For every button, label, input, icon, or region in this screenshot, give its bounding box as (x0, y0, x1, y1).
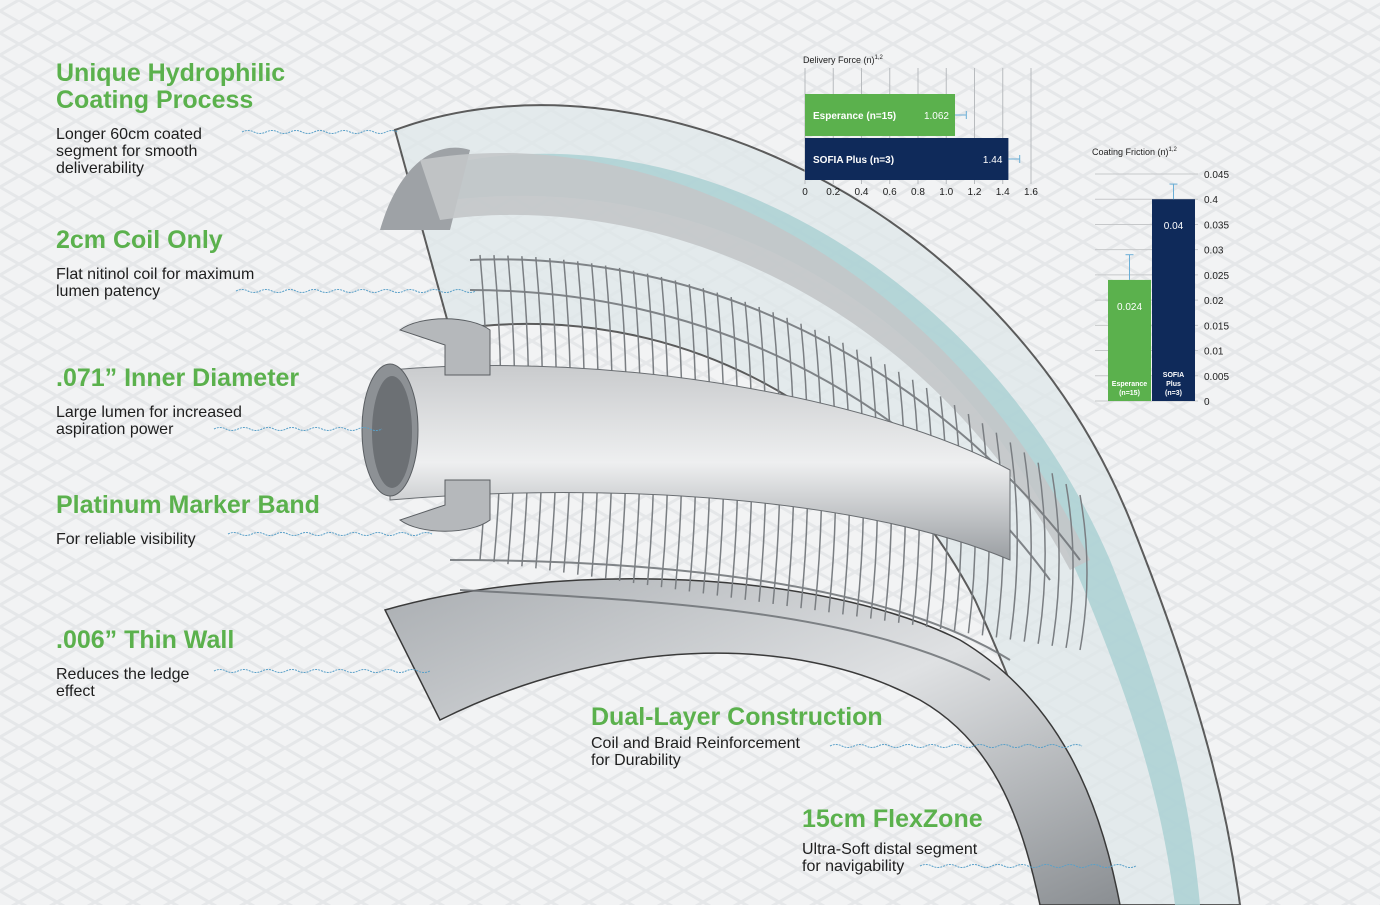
feature-dual-desc: Coil and Braid Reinforcement for Durabil… (591, 735, 800, 769)
coil-wire (1023, 452, 1032, 642)
y-tick-label: 0.015 (1204, 321, 1229, 332)
bar (1152, 199, 1195, 401)
coil-wire (1051, 473, 1060, 646)
x-tick-label: 0.6 (883, 187, 897, 198)
y-tick-label: 0.02 (1204, 296, 1224, 307)
y-tick-label: 0.01 (1204, 347, 1224, 358)
feature-wall: .006” Thin Wall Reduces the ledge effect (56, 626, 235, 701)
coil-wire (1037, 462, 1046, 644)
bar-value-label: 0.04 (1164, 221, 1184, 232)
feature-coating-title: Unique Hydrophilic (56, 59, 286, 87)
x-tick-label: 1.6 (1024, 187, 1038, 198)
coating-friction-title: Coating Friction (n)1,2 (1092, 147, 1177, 157)
y-tick-label: 0.035 (1204, 220, 1229, 231)
y-tick-label: 0.03 (1204, 246, 1224, 257)
coating-friction-plot: 0 0.005 0.01 0.015 0.02 0.025 0.03 0.035 0.4 0.04… (1095, 170, 1229, 408)
bar (1108, 279, 1151, 401)
coil-wire (1065, 483, 1074, 649)
y-tick-label: 0.005 (1204, 372, 1229, 383)
feature-diameter-title: .071” Inner Diameter (56, 364, 300, 392)
feature-coil-title: 2cm Coil Only (56, 226, 223, 254)
y-tick-label: 0.025 (1204, 271, 1229, 282)
feature-coating-title-2: Coating Process (56, 86, 254, 114)
bar-value-label: 1.062 (924, 111, 949, 122)
feature-flex: 15cm FlexZone Ultra-Soft distal segment … (802, 805, 983, 876)
feature-flex-desc: Ultra-Soft distal segment for navigabili… (802, 841, 978, 875)
feature-marker: Platinum Marker Band For reliable visibi… (56, 491, 320, 549)
x-tick-label: 1.4 (996, 187, 1010, 198)
feature-coil: 2cm Coil Only Flat nitinol coil for maxi… (56, 226, 255, 301)
feature-dual-title: Dual-Layer Construction (591, 703, 883, 731)
bar-category-label: SOFIA Plus (n=3) (813, 155, 894, 166)
feature-wall-desc: Reduces the ledge effect (56, 666, 190, 700)
bar (805, 94, 956, 136)
bar-value-label: 0.024 (1117, 302, 1142, 313)
x-tick-label: 0.4 (855, 187, 869, 198)
y-tick-label: 0.4 (1204, 195, 1218, 206)
x-tick-label: 1.2 (968, 187, 982, 198)
bar-category-label: Esperance (n=15) (813, 111, 896, 122)
x-tick-label: 0.8 (911, 187, 925, 198)
bar-category-label: Esperance(n=15) (1112, 381, 1148, 397)
x-tick-label: 0 (802, 187, 808, 198)
bar (805, 138, 1009, 180)
y-tick-label: 0 (1204, 397, 1210, 408)
bar-value-label: 1.44 (983, 155, 1003, 166)
feature-dual: Dual-Layer Construction Coil and Braid R… (591, 703, 883, 770)
feature-flex-title: 15cm FlexZone (802, 805, 983, 833)
feature-marker-title: Platinum Marker Band (56, 491, 320, 519)
coil-wire (1079, 494, 1088, 651)
x-tick-label: 0.2 (826, 187, 840, 198)
inner-liner (389, 365, 1011, 561)
feature-diameter: .071” Inner Diameter Large lumen for inc… (56, 364, 300, 439)
coil-wire (1009, 442, 1018, 640)
feature-diameter-desc: Large lumen for increased aspiration pow… (56, 404, 242, 438)
feature-coating: Unique Hydrophilic Coating Process Longe… (56, 59, 286, 178)
delivery-force-plot: 0 0.2 0.4 0.6 0.8 1.0 1.2 1.4 1.6 Esperance (n=15… (802, 68, 1038, 198)
feature-marker-desc: For reliable visibility (56, 531, 196, 548)
y-tick-label: 0.045 (1204, 170, 1229, 181)
x-tick-label: 1.0 (939, 187, 953, 198)
delivery-force-title: Delivery Force (n)1,2 (803, 55, 883, 65)
feature-coil-desc: Flat nitinol coil for maximum lumen pate… (56, 266, 255, 300)
feature-wall-title: .006” Thin Wall (56, 626, 235, 654)
feature-coating-desc: Longer 60cm coated segment for smooth de… (56, 126, 202, 177)
